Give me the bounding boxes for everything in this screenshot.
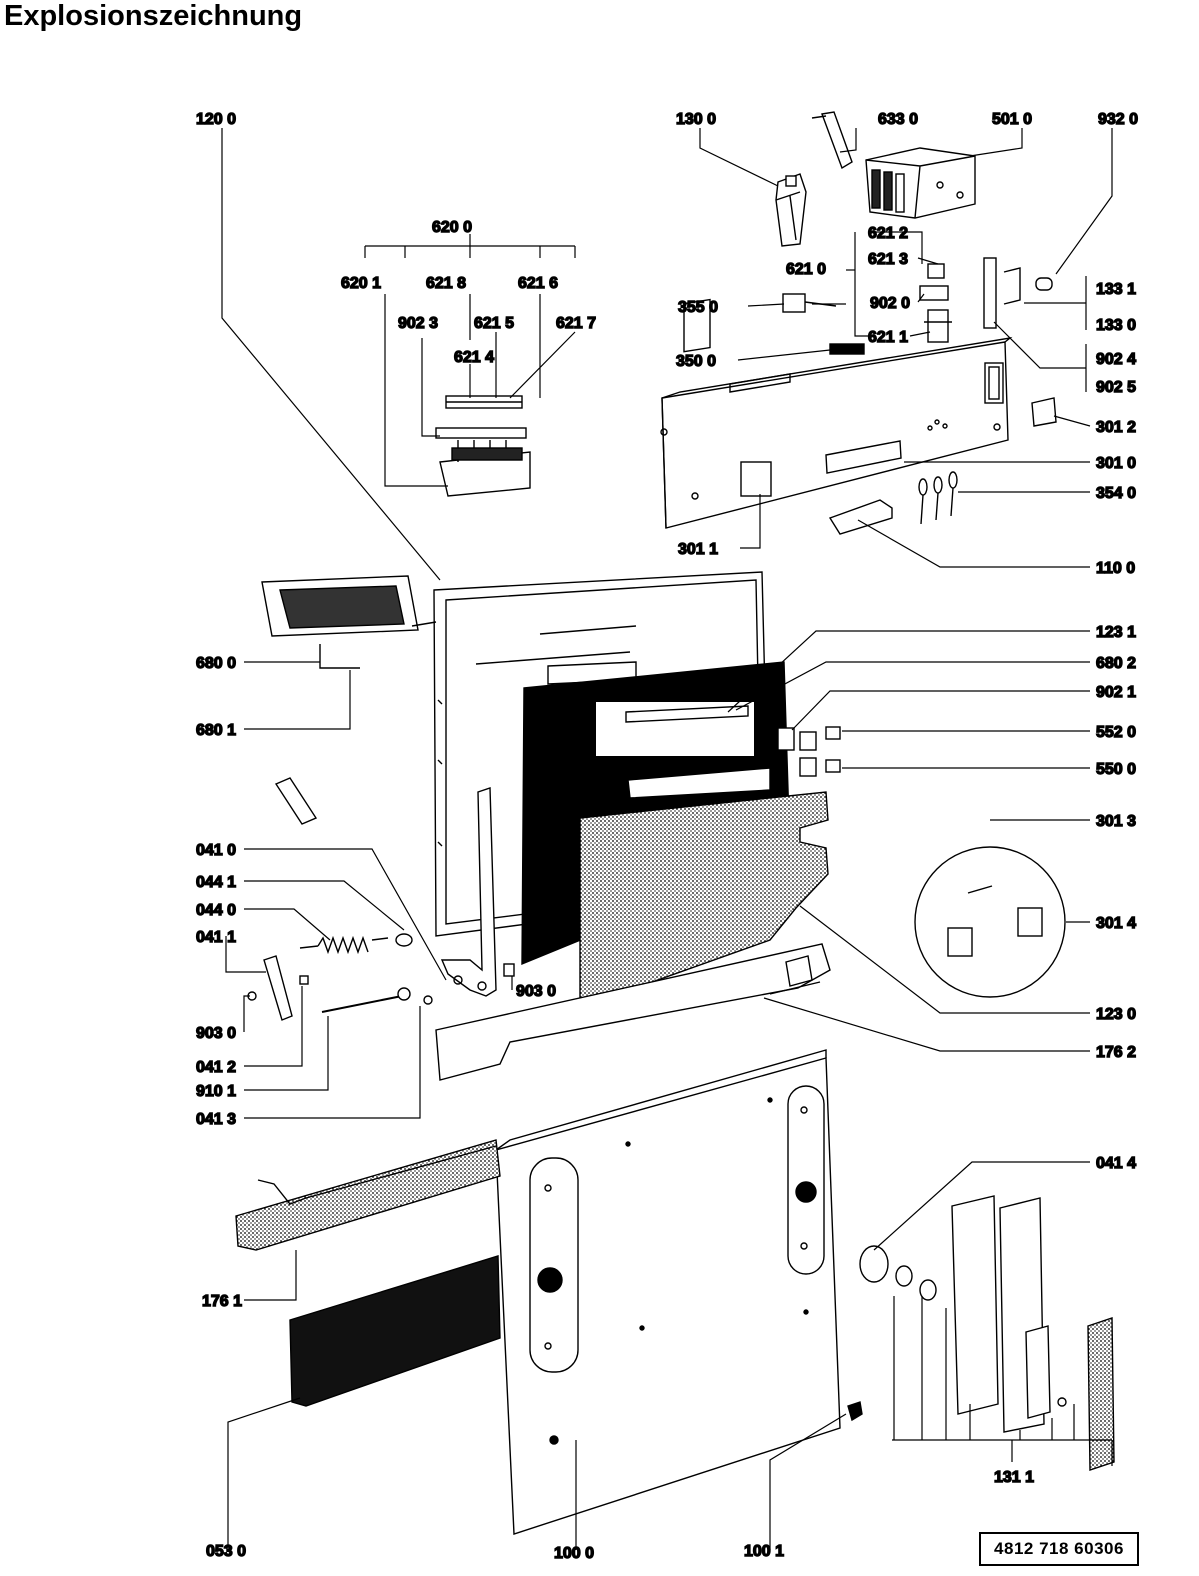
label-621-6: 621 6 [518, 275, 558, 292]
label-621-4: 621 4 [454, 349, 494, 366]
indicator-lamps [918, 471, 958, 525]
label-680-0: 680 0 [196, 655, 236, 672]
label-620-0: 620 0 [432, 219, 472, 236]
label-932-0: 932 0 [1098, 111, 1138, 128]
label-301-0: 301 0 [1096, 455, 1136, 472]
label-621-3: 621 3 [868, 251, 908, 268]
label-041-3: 041 3 [196, 1111, 236, 1128]
label-130-0: 130 0 [676, 111, 716, 128]
label-620-1: 620 1 [341, 275, 381, 292]
door-switch-part [775, 173, 807, 247]
relay-parts [919, 257, 1053, 343]
label-501-0: 501 0 [992, 111, 1032, 128]
hinge-parts [777, 726, 841, 777]
label-621-7: 621 7 [556, 315, 596, 332]
connector-part [782, 293, 837, 313]
label-902-3: 902 3 [398, 315, 438, 332]
label-355-0: 355 0 [678, 299, 718, 316]
label-902-1: 902 1 [1096, 684, 1136, 701]
label-902-0: 902 0 [870, 295, 910, 312]
knob-cover-part [828, 499, 893, 535]
label-123-0: 123 0 [1096, 1006, 1136, 1023]
label-100-0: 100 0 [554, 1545, 594, 1562]
drawing-number: 4812 718 60306 [979, 1532, 1139, 1566]
label-902-4: 902 4 [1096, 351, 1136, 368]
label-301-1: 301 1 [678, 541, 718, 558]
switch-bank-part [435, 395, 531, 497]
label-133-0: 133 0 [1096, 317, 1136, 334]
label-903-0-right: 903 0 [516, 983, 556, 1000]
screw-part [847, 1401, 863, 1422]
control-panel-part [660, 298, 1013, 529]
strip-part [829, 343, 865, 355]
label-120-0: 120 0 [196, 111, 236, 128]
label-041-1: 041 1 [196, 929, 236, 946]
latch-part [263, 955, 293, 1021]
label-633-0: 633 0 [878, 111, 918, 128]
label-301-4: 301 4 [1096, 915, 1136, 932]
label-301-2: 301 2 [1096, 419, 1136, 436]
label-123-1: 123 1 [1096, 624, 1136, 641]
handle-bar [235, 1139, 501, 1251]
detail-inset [914, 846, 1066, 998]
label-903-0-left: 903 0 [196, 1025, 236, 1042]
hinge-arm [440, 787, 497, 997]
label-621-0: 621 0 [786, 261, 826, 278]
label-044-0: 044 0 [196, 902, 236, 919]
label-041-4: 041 4 [1096, 1155, 1136, 1172]
label-621-5: 621 5 [474, 315, 514, 332]
label-621-8: 621 8 [426, 275, 466, 292]
label-053-0: 053 0 [206, 1543, 246, 1560]
lock-assembly [859, 1195, 1115, 1471]
label-621-1: 621 1 [868, 329, 908, 346]
label-110-0: 110 0 [1096, 560, 1135, 577]
label-550-0: 550 0 [1096, 761, 1136, 778]
label-552-0: 552 0 [1096, 724, 1136, 741]
label-902-5: 902 5 [1096, 379, 1136, 396]
label-680-2: 680 2 [1096, 655, 1136, 672]
contactor-part [865, 147, 976, 219]
outer-door-panel [495, 1049, 841, 1535]
sensor-part [811, 111, 853, 170]
label-354-0: 354 0 [1096, 485, 1136, 502]
label-131-1: 131 1 [994, 1469, 1034, 1486]
page-title: Explosionszeichnung [4, 0, 303, 32]
label-176-2: 176 2 [1096, 1044, 1136, 1061]
label-350-0: 350 0 [676, 353, 716, 370]
label-100-1: 100 1 [744, 1543, 784, 1560]
bracket-part [1031, 397, 1057, 427]
spring-part [299, 935, 389, 955]
label-301-3: 301 3 [1096, 813, 1136, 830]
label-621-2: 621 2 [868, 225, 908, 242]
label-041-0: 041 0 [196, 842, 236, 859]
label-041-2: 041 2 [196, 1059, 236, 1076]
control-module-part [261, 575, 437, 669]
trim-strip [435, 943, 831, 1081]
label-133-1: 133 1 [1096, 281, 1136, 298]
label-680-1: 680 1 [196, 722, 236, 739]
mounting-bracket [289, 1255, 501, 1407]
label-044-1: 044 1 [196, 874, 236, 891]
label-176-1: 176 1 [202, 1293, 242, 1310]
label-910-1: 910 1 [196, 1083, 236, 1100]
leader-lines [221, 128, 1113, 1550]
part-labels: 120 0 130 0 633 0 501 0 932 0 620 0 620 … [195, 110, 1139, 1562]
